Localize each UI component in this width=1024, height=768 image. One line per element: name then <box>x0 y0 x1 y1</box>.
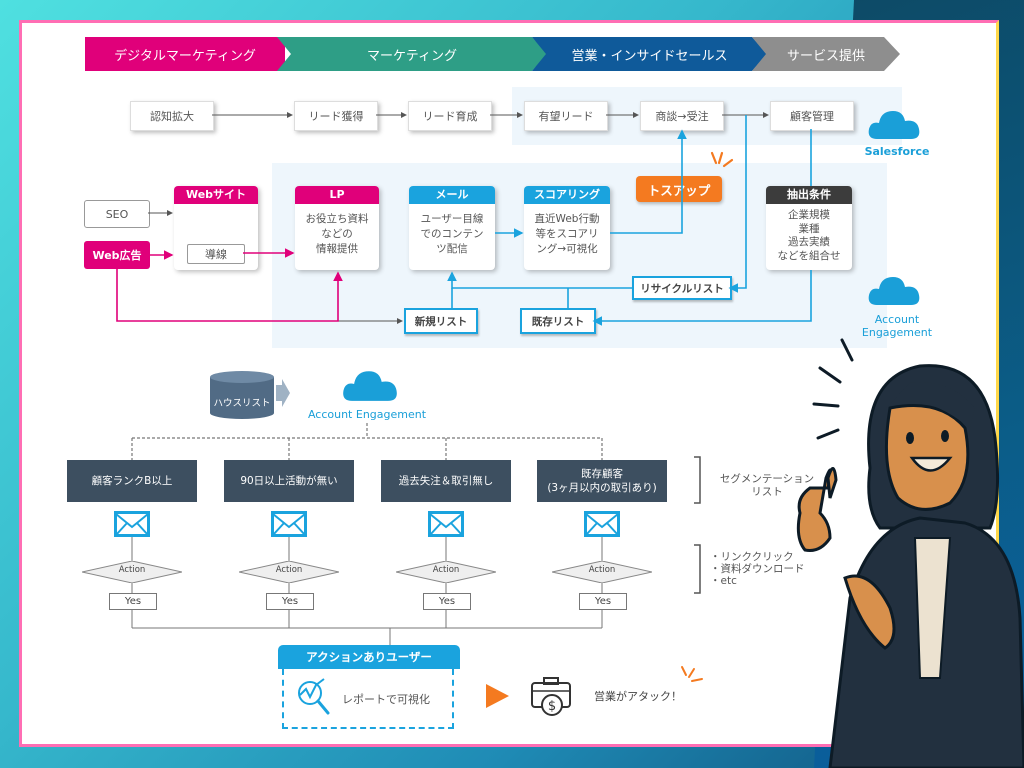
stage-marketing: マーケティング <box>277 37 547 71</box>
action-decision: Action <box>82 561 182 583</box>
website-title: Webサイト <box>174 186 258 204</box>
action-decision: Action <box>552 561 652 583</box>
action-decision: Action <box>396 561 496 583</box>
tossup-badge: トスアップ <box>636 176 722 202</box>
action-users-box <box>282 669 454 729</box>
play-arrow-icon <box>486 684 509 708</box>
salesforce-label: Salesforce <box>864 145 930 158</box>
flow-deal-order: 商談→受注 <box>640 101 724 131</box>
briefcase-money-icon: $ <box>531 677 571 716</box>
flow-prospect: 有望リード <box>524 101 608 131</box>
extraction-card: 抽出条件 企業規模 業種 過去実績 などを組合せ <box>766 186 852 270</box>
segment-lost-deal: 過去失注＆取引無し <box>381 460 511 502</box>
slide-canvas: デジタルマーケティング マーケティング 営業・インサイドセールス サービス提供 … <box>19 20 999 747</box>
businesswoman-thumbs-up-illustration <box>796 338 1024 768</box>
flow-awareness: 認知拡大 <box>130 101 214 131</box>
house-list-database-icon <box>210 371 290 419</box>
mail-icon <box>271 511 307 537</box>
ae-cloud-icon <box>343 371 397 401</box>
salesforce-cloud-icon <box>868 111 920 139</box>
report-label: レポートで可視化 <box>342 693 430 706</box>
mail-card: メール ユーザー目線 でのコンテン ツ配信 <box>409 186 495 270</box>
new-list: 新規リスト <box>404 308 478 334</box>
action-decision: Action <box>239 561 339 583</box>
stage-sales: 営業・インサイドセールス <box>532 37 767 71</box>
action-examples-label: ・リンククリック ・資料ダウンロード ・etc <box>710 551 805 587</box>
seo-box: SEO <box>84 200 150 228</box>
mail-icon <box>584 511 620 537</box>
segment-existing-customer: 既存顧客 (3ヶ月以内の取引あり) <box>537 460 667 502</box>
burst-icon <box>681 666 703 682</box>
web-ad-box: Web広告 <box>84 241 150 269</box>
upper-connectors <box>116 112 812 326</box>
yes-box: Yes <box>109 593 157 610</box>
house-list-label: ハウスリスト <box>213 398 271 409</box>
lp-card: LP お役立ち資料 などの 情報提供 <box>295 186 379 270</box>
action-users-header: アクションありユーザー <box>278 645 460 669</box>
mail-icon <box>428 511 464 537</box>
yes-box: Yes <box>579 593 627 610</box>
lower-connectors <box>131 423 701 645</box>
mail-icon <box>114 511 150 537</box>
stage-digital-marketing: デジタルマーケティング <box>85 37 285 71</box>
recycle-list: リサイクルリスト <box>632 276 732 300</box>
stage-service: サービス提供 <box>752 37 900 71</box>
flow-lead-acquisition: リード獲得 <box>294 101 378 131</box>
flow-customer-mgmt: 顧客管理 <box>770 101 854 131</box>
yes-box: Yes <box>266 593 314 610</box>
account-engagement-label: Account Engagement <box>861 313 933 339</box>
guide-line-box: 導線 <box>187 244 245 264</box>
segment-rank-b: 顧客ランクB以上 <box>67 460 197 502</box>
existing-list: 既存リスト <box>520 308 596 334</box>
svg-text:$: $ <box>548 699 556 714</box>
account-engagement-cloud-icon <box>868 277 920 305</box>
flow-lead-nurturing: リード育成 <box>408 101 492 131</box>
report-analytics-icon <box>298 678 330 715</box>
yes-box: Yes <box>423 593 471 610</box>
ae-label: Account Engagement <box>307 408 427 421</box>
scoring-card: スコアリング 直近Web行動 等をスコアリ ング→可視化 <box>524 186 610 270</box>
segment-inactive-90: 90日以上活動が無い <box>224 460 354 502</box>
sales-attack-label: 営業がアタック！ <box>594 690 682 703</box>
burst-icon <box>710 151 734 168</box>
segmentation-list-label: セグメンテーション リスト <box>719 473 815 498</box>
